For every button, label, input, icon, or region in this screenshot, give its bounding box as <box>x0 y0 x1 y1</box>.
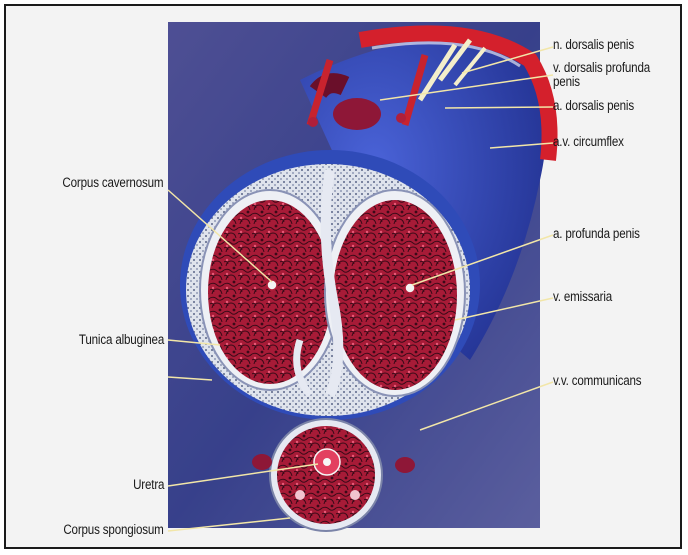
deep-dorsal-vein <box>333 98 381 130</box>
label-v-emissaria: v. emissaria <box>553 290 612 304</box>
label-uretra: Uretra <box>133 478 164 492</box>
label-vv-communicans: v.v. communicans <box>553 374 641 388</box>
label-a-profunda-penis: a. profunda penis <box>553 227 640 241</box>
label-corpus-spongiosum: Corpus spongiosum <box>64 523 164 537</box>
label-corpus-cavernosum: Corpus cavernosum <box>62 176 163 190</box>
label-v-dorsalis-profunda-penis: v. dorsalis profunda penis <box>553 61 673 89</box>
label-av-circumflex: a.v. circumflex <box>553 135 624 149</box>
label-a-dorsalis-penis: a. dorsalis penis <box>553 99 634 113</box>
label-tunica-albuginea: Tunica albuginea <box>79 333 164 347</box>
label-n-dorsalis-penis: n. dorsalis penis <box>553 38 634 52</box>
